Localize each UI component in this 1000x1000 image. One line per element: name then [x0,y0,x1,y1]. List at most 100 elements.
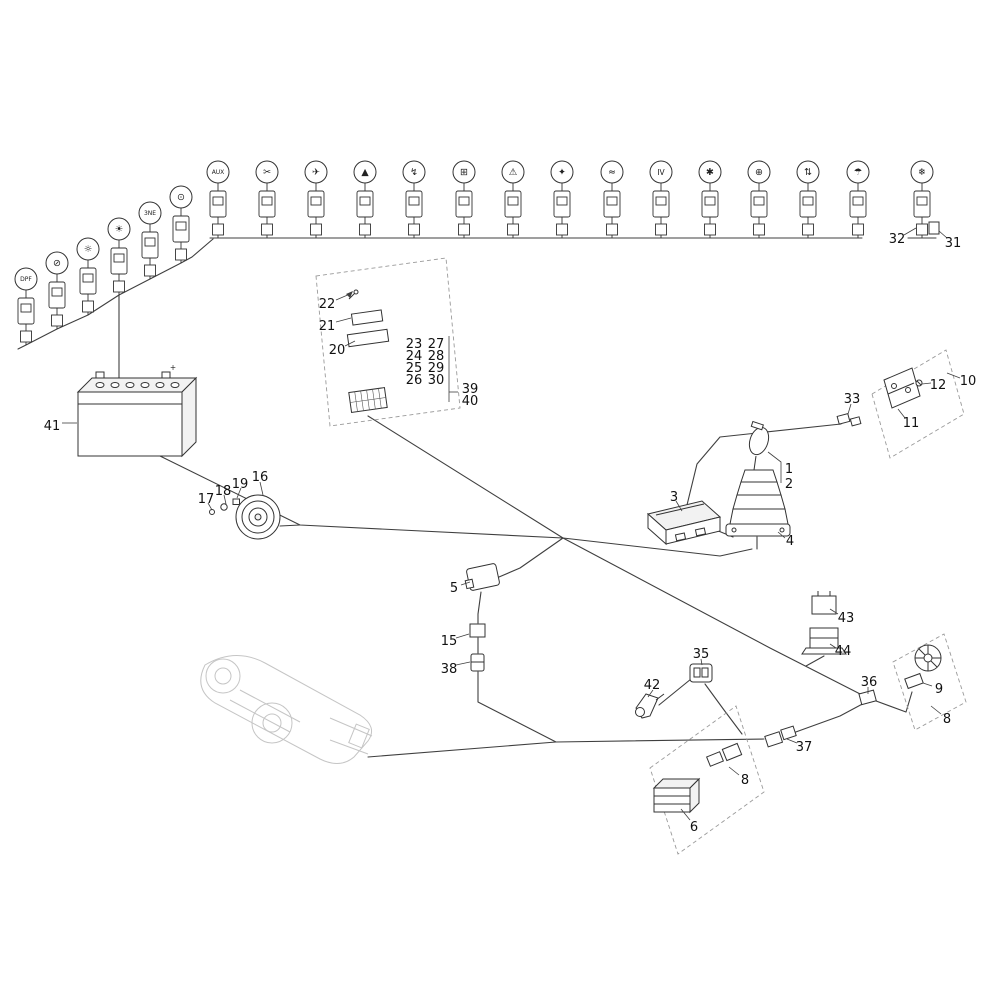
rocker-switch [913,182,931,239]
washer-18 [220,503,228,511]
bracket-group-box [871,349,965,459]
aux-icon: AUX [212,169,225,176]
rocker-switch [307,182,325,239]
callout-29: 29 [428,361,445,376]
callout-21: 21 [319,319,336,334]
ac-icon: ❄ [918,167,926,178]
connector-36 [858,689,877,706]
rocker-switch [110,239,128,296]
callout-11: 11 [903,416,920,431]
callout-31: 31 [945,236,962,251]
callout-39: 39 [462,382,479,397]
group-boxes [315,257,967,855]
chassis-ghost [200,654,373,764]
rocker-switch [553,182,571,239]
callout-42: 42 [644,678,661,693]
joystick-base [725,523,791,537]
connector-33 [836,412,862,427]
callout-8-bottom: 8 [741,773,749,788]
plug-9 [904,672,924,690]
nut-19 [232,498,240,505]
callout-25: 25 [406,361,423,376]
callout-35: 35 [693,647,710,662]
callout-8-right: 8 [943,712,951,727]
callout-27: 27 [428,337,445,352]
mount-bracket-11 [883,367,923,409]
relay-group-box [315,257,461,427]
rocker-switch [504,182,522,239]
sensor-module-5 [464,563,500,591]
wiper-icon: ☂ [854,167,863,178]
callout-12: 12 [930,378,947,393]
power-icon: ↯ [410,167,418,178]
rocker-switch [172,207,190,264]
relay-21 [350,309,384,326]
hazard-icon: ⚠ [509,167,518,178]
callout-37: 37 [796,740,813,755]
connector-37 [764,725,797,748]
callout-41: 41 [44,419,61,434]
side-switch-group: ⊙ 3NE ☀ ☼ ⊘ DPF [14,185,193,346]
callout-18: 18 [215,484,232,499]
gauge-group-box [892,633,967,731]
callout-20: 20 [329,343,346,358]
light-icon: ☼ [84,244,93,255]
rocker-switch [79,259,97,316]
callout-15: 15 [441,634,458,649]
callout-40: 40 [462,394,479,409]
trailer-icon: ⊞ [460,167,468,178]
controller-module [646,500,722,546]
lift-icon: ⇅ [804,167,812,178]
callout-16: 16 [252,470,269,485]
battery-terminal [161,371,171,379]
battery: + [76,363,198,458]
connector-pair-8 [705,742,743,767]
rocker-switch [603,182,621,239]
battery-terminal [95,371,105,379]
aux4-icon: IV [657,168,665,177]
rocker-switch [750,182,768,239]
kit-group-box [649,705,765,855]
callout-5: 5 [450,581,458,596]
rocker-switch [799,182,817,239]
callout-24: 24 [406,349,423,364]
callout-23: 23 [406,337,423,352]
relay-area [346,289,458,413]
callout-44: 44 [835,644,852,659]
callout-labels: 1 2 3 4 5 6 8 8 9 10 11 12 15 16 17 18 1… [44,232,977,835]
connector-block [348,387,388,413]
rocker-switch [209,182,227,239]
lever-42 [635,693,665,719]
speaker [209,494,281,540]
callout-32: 32 [889,232,906,247]
rocker-switch [17,289,35,346]
callout-22: 22 [319,297,336,312]
callout-10: 10 [960,374,977,389]
callout-33: 33 [844,392,861,407]
callout-9: 9 [935,682,943,697]
callout-26: 26 [406,373,423,388]
incline-icon: ▲ [361,167,369,178]
callout-19: 19 [232,477,249,492]
implement-icon: ✂ [263,167,271,178]
connector-35 [689,663,713,683]
relay-43 [811,591,837,615]
callout-leaders [62,227,961,821]
callout-30: 30 [428,373,445,388]
module-6 [652,777,701,814]
gauge-8 [914,644,942,672]
callout-6: 6 [690,820,698,835]
callout-43: 43 [838,611,855,626]
joystick-button [750,420,764,431]
relay-15 [469,623,486,638]
rocker-switch [849,182,867,239]
relay-44 [801,627,847,655]
callout-3: 3 [670,490,678,505]
callout-2: 2 [785,477,793,492]
joystick [725,420,791,537]
rocker-switch [455,182,473,239]
rocker-switch [701,182,719,239]
callout-36: 36 [861,675,878,690]
callout-38: 38 [441,662,458,677]
